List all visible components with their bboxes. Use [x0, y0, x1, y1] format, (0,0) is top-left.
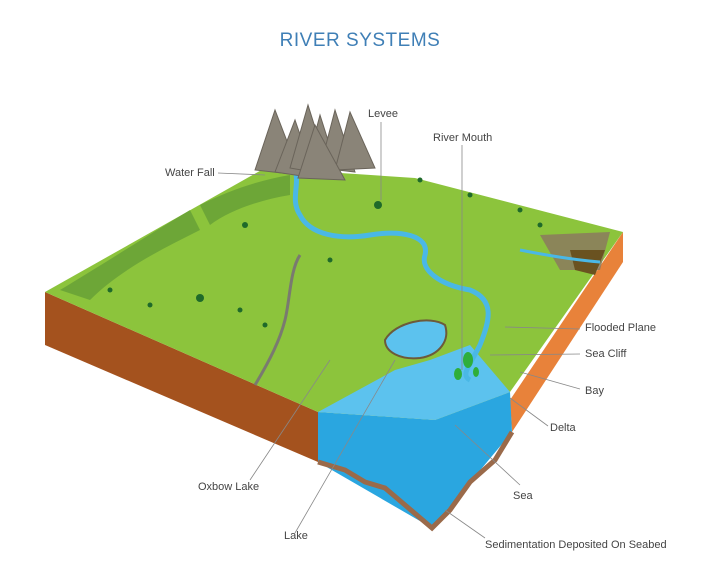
lake — [383, 319, 448, 360]
sediment-seabed — [317, 430, 515, 532]
label-sea-cliff: Sea Cliff — [585, 348, 627, 360]
leader-lines — [217, 122, 581, 539]
soil-side-right — [510, 232, 623, 432]
label-sedimentation: Sedimentation Deposited On Seabed — [485, 539, 667, 551]
label-levee: Levee — [368, 108, 398, 120]
label-sea: Sea — [513, 490, 533, 502]
trees — [107, 177, 543, 328]
label-water-fall: Water Fall — [165, 167, 215, 179]
label-oxbow-lake: Oxbow Lake — [198, 481, 260, 493]
river — [292, 169, 491, 383]
soil-side-left — [45, 292, 318, 462]
delta-islands — [463, 352, 473, 368]
hill-shading — [60, 210, 200, 300]
diagram-title: RIVER SYSTEMS — [279, 30, 441, 51]
sea-front-face — [318, 392, 512, 528]
label-lake: Lake — [284, 530, 308, 542]
mountains — [254, 103, 376, 181]
label-delta: Delta — [550, 422, 576, 434]
label-river-mouth: River Mouth — [433, 132, 493, 144]
label-bay: Bay — [585, 385, 604, 397]
label-flooded-plane: Flooded Plane — [585, 322, 656, 334]
